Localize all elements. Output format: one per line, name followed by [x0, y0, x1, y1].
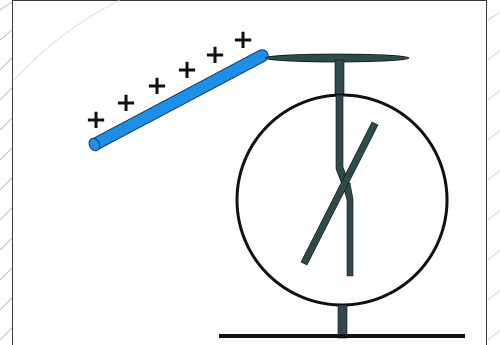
plus-charge-3: + — [146, 71, 168, 101]
electroscope-base — [219, 334, 465, 338]
plus-charge-4: + — [176, 55, 198, 85]
electroscope-upper-stem — [335, 60, 344, 96]
watermark-arc — [14, 0, 120, 80]
plus-charge-1: + — [85, 105, 107, 135]
plus-charge-5: + — [204, 40, 226, 70]
electroscope-fixed-leaf — [343, 183, 353, 276]
electroscope — [219, 54, 465, 338]
plus-charge-6: + — [232, 25, 254, 55]
plus-charge-2: + — [115, 88, 137, 118]
electroscope-lower-stem — [338, 305, 347, 338]
